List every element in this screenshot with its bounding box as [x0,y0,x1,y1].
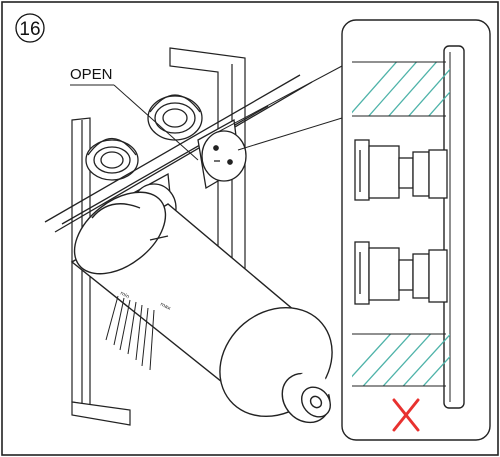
min-marking: min [119,290,130,300]
red-x-icon [392,398,420,432]
step-number-badge: 16 [15,13,45,43]
detail-fitting-upper [354,139,448,201]
max-marking: max [159,301,171,311]
wall-hatch-top [352,62,450,116]
detail-inset [341,19,491,441]
wall-hatch-bottom [352,334,450,386]
detail-fitting-lower [354,241,448,305]
level-scale [105,295,155,371]
open-callout-leader [70,84,199,161]
step-number: 16 [19,19,40,40]
filter-cartridge [70,191,333,424]
open-callout-label: OPEN [70,66,113,83]
zoom-lines [217,65,343,151]
